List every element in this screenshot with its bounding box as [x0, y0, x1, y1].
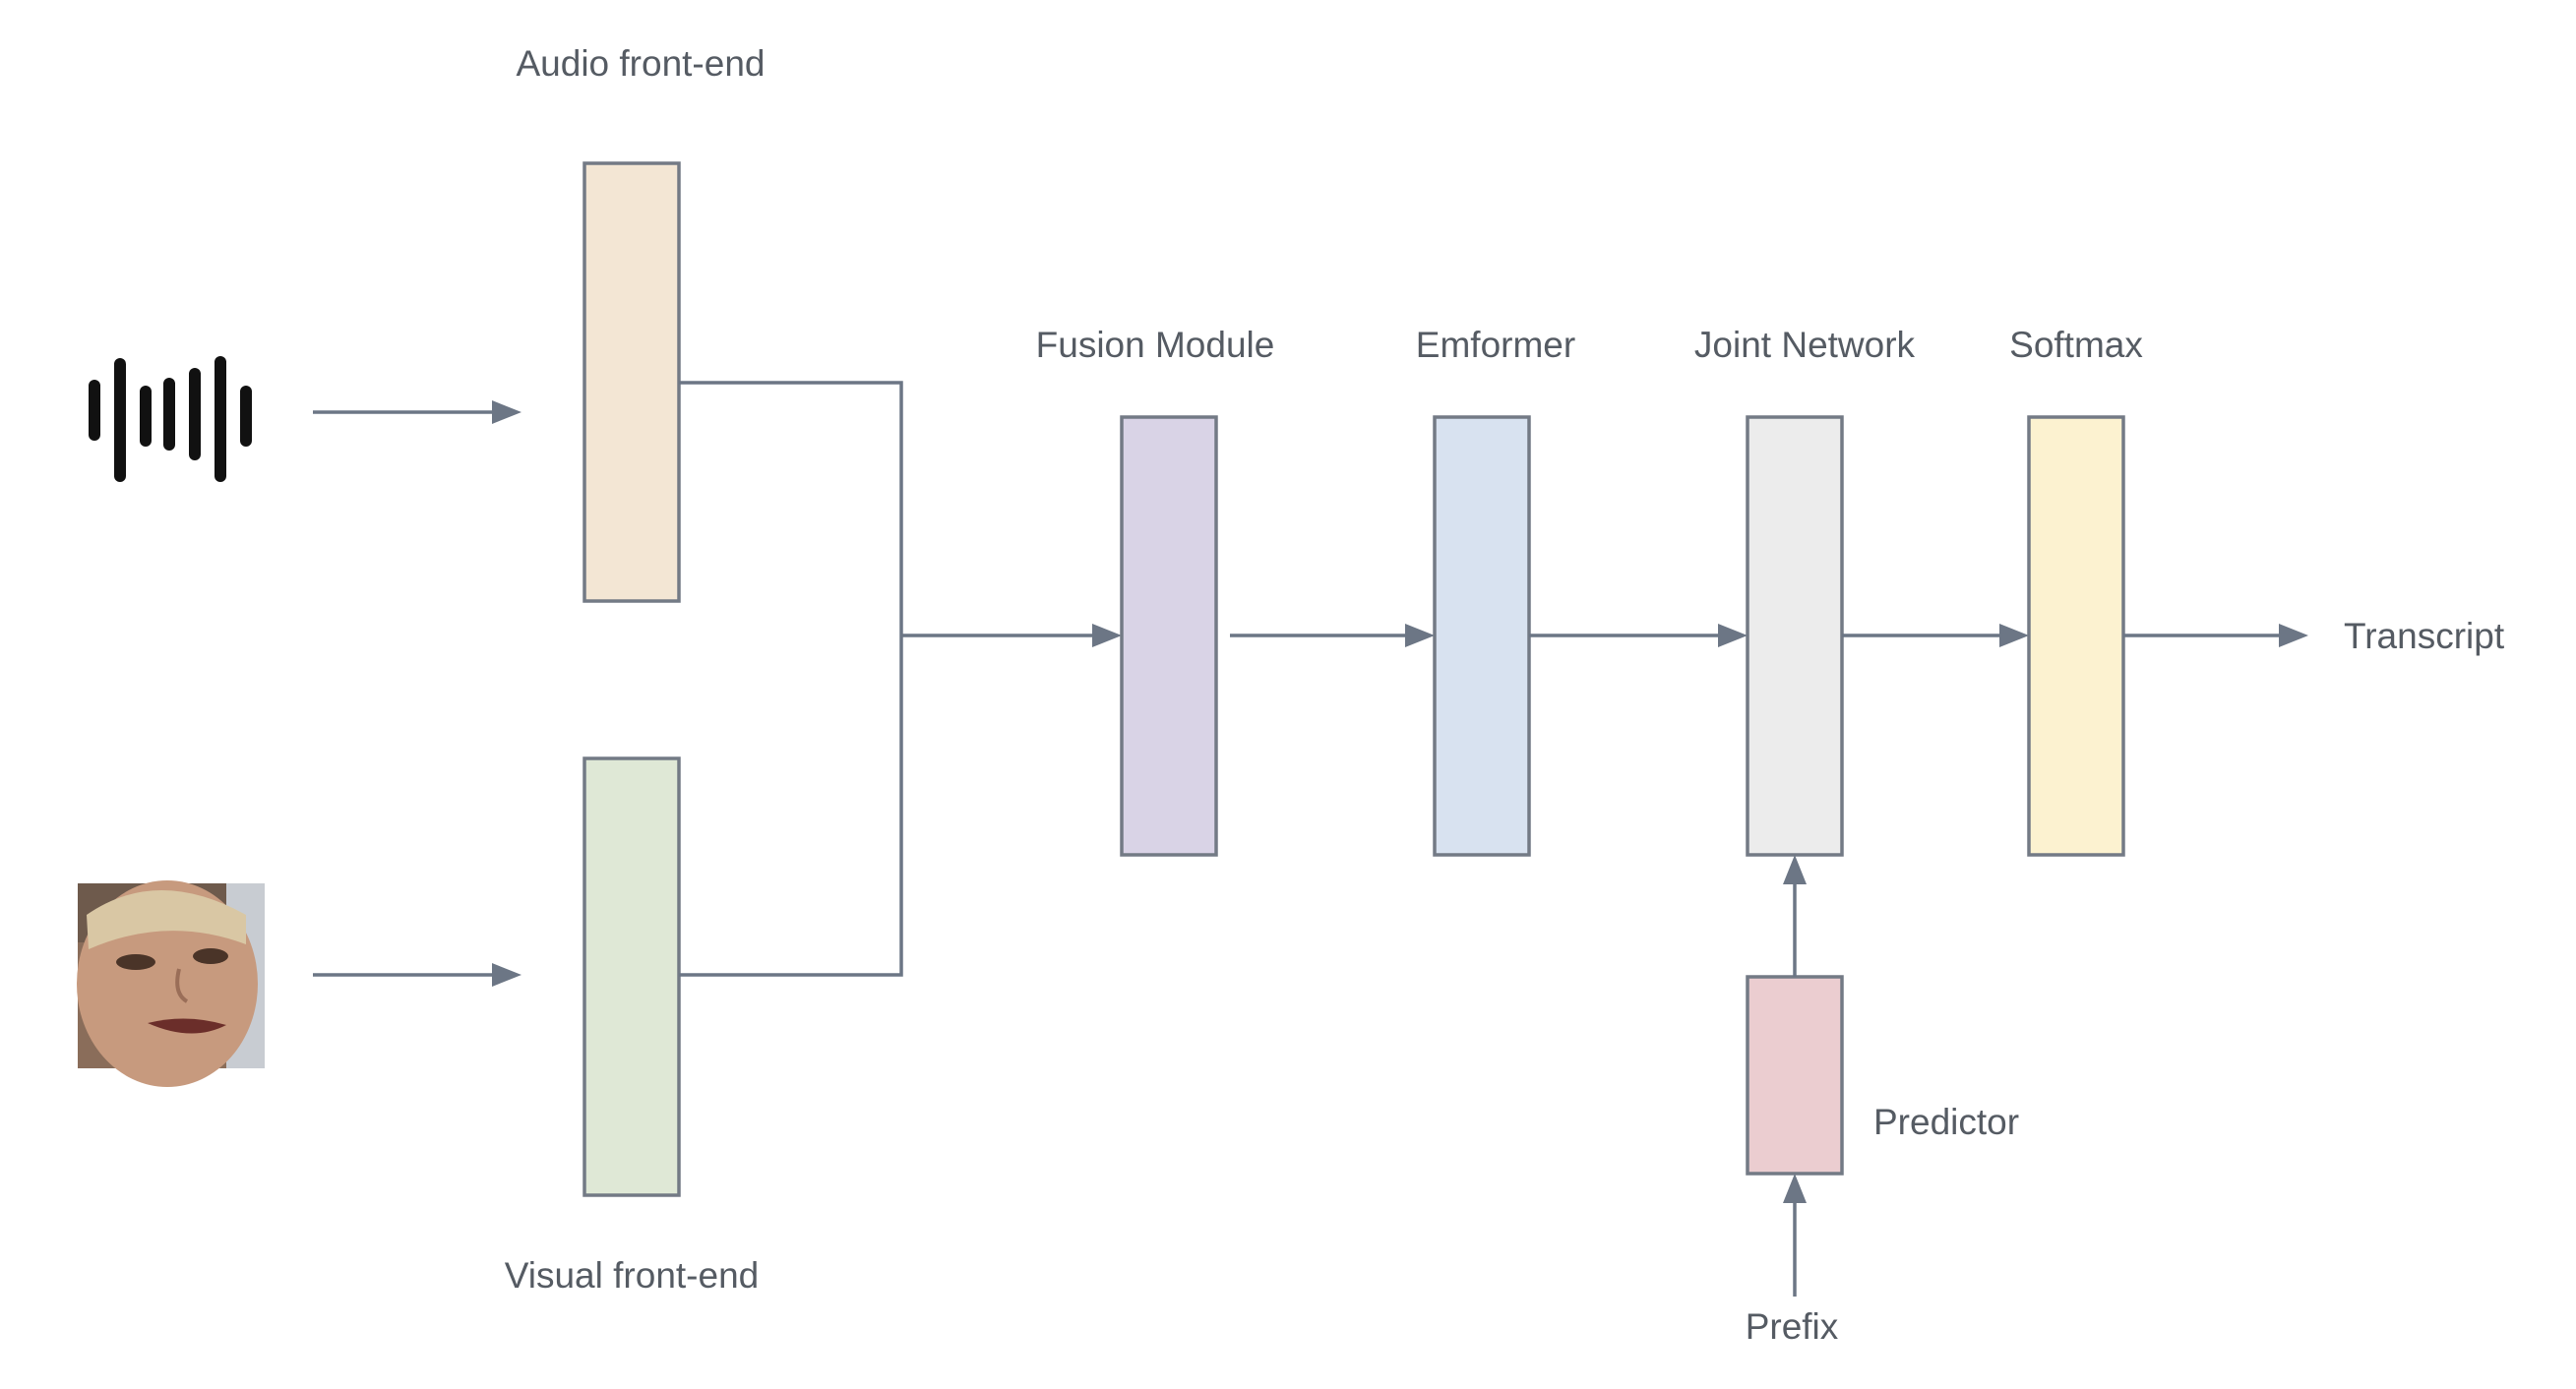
softmax-label: Softmax [2009, 325, 2143, 365]
softmax-block [2027, 415, 2125, 857]
emformer-to-joint-arrow [1529, 624, 1748, 647]
audio-waveform-icon [89, 356, 252, 482]
audio-front-end-label: Audio front-end [516, 43, 765, 84]
softmax-to-transcript-arrow [2123, 624, 2308, 647]
visual-front-end-block [583, 756, 681, 1197]
audio-front-end-block [583, 161, 681, 603]
fusion-module-label: Fusion Module [1036, 325, 1275, 365]
visual-input-arrow [313, 963, 521, 987]
joint-network-label: Joint Network [1694, 325, 1916, 365]
emformer-label: Emformer [1416, 325, 1575, 365]
transcript-label: Transcript [2344, 616, 2505, 656]
face-photo [77, 880, 265, 1087]
audio-input-arrow [313, 400, 521, 424]
prefix-to-predictor-arrow [1783, 1174, 1807, 1297]
visual-front-end-label: Visual front-end [505, 1255, 759, 1296]
emformer-block [1433, 415, 1531, 857]
merge-connector [679, 381, 1122, 977]
joint-to-softmax-arrow [1842, 624, 2029, 647]
predictor-label: Predictor [1873, 1102, 2019, 1142]
joint-network-block [1746, 415, 1844, 857]
predictor-block [1746, 975, 1844, 1176]
fusion-to-emformer-arrow [1230, 624, 1435, 647]
fusion-module-block [1120, 415, 1218, 857]
prefix-label: Prefix [1746, 1306, 1839, 1347]
predictor-to-joint-arrow [1783, 855, 1807, 977]
